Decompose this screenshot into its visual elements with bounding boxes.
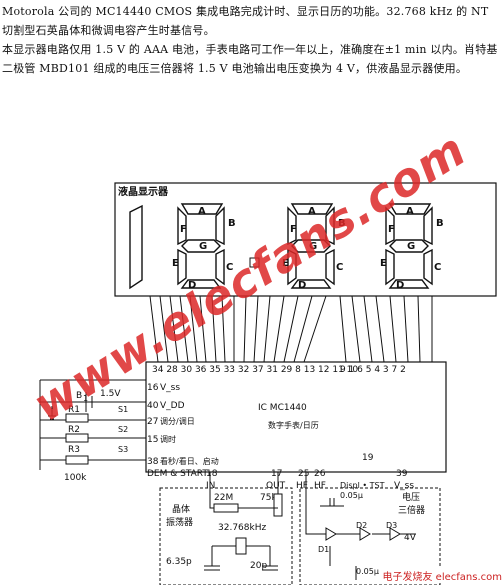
digit1-segment <box>129 204 143 290</box>
seg-b1: B <box>228 218 236 229</box>
out-label: OUT <box>266 481 286 491</box>
c-bottom-label: 0.05μ <box>356 567 379 576</box>
seg-f2: F <box>290 224 297 235</box>
seg-d3: D <box>396 280 404 291</box>
seg-c2: C <box>336 262 343 273</box>
crystal-symbol <box>235 537 247 555</box>
intro-paragraph: Motorola 公司的 MC14440 CMOS 集成电路完成计时、显示日历的… <box>2 5 489 37</box>
crystal-label: 32.768kHz <box>218 523 266 533</box>
pin18-num: 18 <box>206 469 218 479</box>
v4-label: 4V <box>404 533 417 543</box>
seg-c3: C <box>434 262 441 273</box>
pin17-num: 17 <box>271 469 282 479</box>
site-logo: 电子发烧友 elecfans.com <box>382 568 502 583</box>
pin16-name: V_ss <box>160 383 180 393</box>
dem-start: DEM & START <box>147 469 208 479</box>
pin27-name: 调分/调日 <box>160 417 195 426</box>
pin-numbers-top: 34 28 30 36 35 33 32 37 31 29 8 13 12 11… <box>152 365 358 375</box>
c20p-label: 20p <box>250 561 267 571</box>
r22m-label: 22M <box>214 493 233 503</box>
seg-f3: F <box>388 224 395 235</box>
lcd-title: 液晶显示器 <box>118 185 169 198</box>
left-circuit <box>39 379 146 470</box>
r-value: 100k <box>64 473 87 483</box>
displ-label: Displ • TST <box>340 481 385 490</box>
r2-label: R2 <box>68 425 80 435</box>
seg-a1: A <box>198 206 206 217</box>
tripler-box <box>299 487 441 585</box>
d1-label: D1 <box>318 545 329 554</box>
d2-label: D2 <box>356 521 367 530</box>
r1-label: R1 <box>68 405 80 415</box>
r2-resistor <box>65 433 89 443</box>
d3-label: D3 <box>386 521 397 530</box>
seg-e3: E <box>380 258 387 269</box>
seg-f1: F <box>180 224 187 235</box>
digit-3 <box>287 203 335 289</box>
seg-b3: B <box>436 218 444 229</box>
b1-sub: 1 <box>83 394 88 403</box>
seg-a3: A <box>406 206 414 217</box>
seg-g2: G <box>309 241 317 252</box>
seg-a2: A <box>308 206 316 217</box>
osc-label-2: 振荡器 <box>166 516 193 528</box>
description-paragraph: 本显示器电路仅用 1.5 V 的 AAA 电池，手表电路可工作一年以上，准确度在… <box>2 43 498 75</box>
s3-label: S3 <box>118 445 128 454</box>
seg-c1: C <box>226 262 233 273</box>
ic-label: IC MC1440 <box>258 403 307 413</box>
pin38-name: 看秒/看日、启动 <box>160 456 219 466</box>
seg-e1: E <box>172 258 179 269</box>
vee-label: V_ss <box>394 481 414 491</box>
digit-2 <box>177 203 225 289</box>
b1-value: 1.5V <box>100 389 121 399</box>
oscillator-box <box>159 487 293 585</box>
pin-numbers-top-right: 9 1 6 5 4 3 7 2 <box>340 365 406 375</box>
pin25-num: 25 <box>298 469 309 479</box>
pin39-num: 39 <box>396 469 408 479</box>
r3-resistor <box>65 455 89 465</box>
b1-label: B <box>76 391 82 401</box>
colon-mark <box>249 257 260 268</box>
c-top-label: 0.05μ <box>340 491 363 500</box>
seg-g3: G <box>407 241 415 252</box>
in-label: IN <box>206 481 215 491</box>
seg-b2: B <box>338 218 346 229</box>
seg-e2: E <box>282 258 289 269</box>
pin26-num: 26 <box>314 469 326 479</box>
ic-box <box>145 361 447 473</box>
pin16-num: 16 <box>147 383 159 393</box>
pin40-num: 40 <box>147 401 159 411</box>
pin15-num: 15 <box>147 435 158 445</box>
r75k-resistor <box>273 493 283 517</box>
d3-diode <box>389 527 401 541</box>
pin15-name: 调时 <box>160 434 176 444</box>
osc-label-1: 晶体 <box>172 503 190 515</box>
r22m-resistor <box>213 503 239 513</box>
oscillator-wires <box>204 472 279 571</box>
r75k-label: 75k <box>260 493 277 503</box>
tripler-label-1: 电压 <box>402 491 420 503</box>
d2-diode <box>359 527 371 541</box>
lcd-bus-lines <box>149 295 433 363</box>
pin40-name: V_DD <box>160 401 185 411</box>
pin38-num: 38 <box>147 457 159 467</box>
tripler-wires <box>305 472 416 580</box>
digit-4 <box>385 203 433 289</box>
ctrim-label: 6.35p <box>166 557 192 567</box>
hf1-label: HF <box>296 481 308 491</box>
r3-label: R3 <box>68 445 80 455</box>
pin27-num: 27 <box>147 417 158 427</box>
r1-resistor <box>65 413 89 423</box>
seg-g1: G <box>199 241 207 252</box>
hf2-label: HF <box>314 481 326 491</box>
s2-label: S2 <box>118 425 128 434</box>
s1-label: S1 <box>118 405 128 414</box>
ic-sublabel: 数字手表/日历 <box>268 420 319 430</box>
tripler-label-2: 三倍器 <box>398 504 425 516</box>
d1-diode <box>325 527 337 541</box>
seg-d2: D <box>298 280 306 291</box>
seg-d1: D <box>188 280 196 291</box>
pin19-num: 19 <box>362 453 374 463</box>
